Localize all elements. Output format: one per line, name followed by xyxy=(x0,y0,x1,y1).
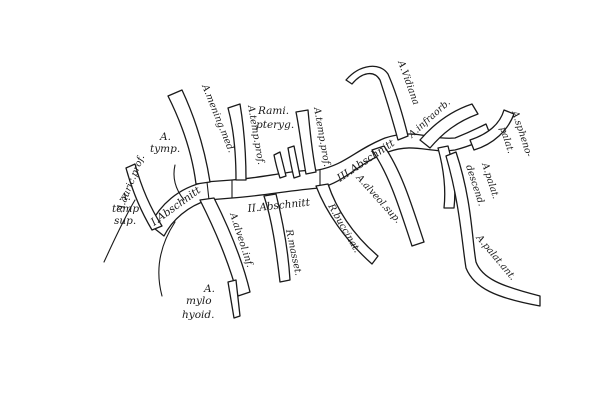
a-spheno-palat-vessel xyxy=(469,109,515,151)
a-infraorb-vessel xyxy=(419,103,479,149)
label-a-temp-sup-3: sup. xyxy=(114,215,136,227)
label-r-buccinat: R.buccinat. xyxy=(325,201,362,255)
section-divider-1 xyxy=(206,181,210,201)
label-a-mylohyoid-3: hyoid. xyxy=(182,309,214,321)
label-i-abschnitt: I.Abschnitt xyxy=(148,184,204,229)
label-a-temp-sup-2: temp xyxy=(112,203,139,215)
a-mylohyoid-vessel xyxy=(227,279,241,319)
label-a-vidiana: A.Vidiana xyxy=(395,58,422,106)
label-a-mylohyoid-2: mylo xyxy=(186,295,212,307)
a-temp-prof-1-vessel xyxy=(227,103,247,181)
label-rami-pteryg-2: pteryg. xyxy=(256,119,294,131)
rami-pteryg-vessel-2 xyxy=(287,145,301,179)
a-tymp-vessel xyxy=(173,164,185,201)
a-temp-prof-2-vessel xyxy=(295,109,317,175)
label-a-temp-sup-1: A. xyxy=(119,191,131,203)
lower-left-branch xyxy=(158,221,176,297)
rami-pteryg-vessel xyxy=(273,151,287,179)
a-palat-ant-vessel xyxy=(445,151,541,307)
a-alveol-sup-vessel xyxy=(371,145,425,247)
label-a-spheno-palat-2: palat. xyxy=(497,126,516,155)
a-mening-med-vessel xyxy=(167,89,211,185)
a-auric-prof-vessel xyxy=(125,163,163,231)
r-masset-vessel xyxy=(263,193,291,283)
a-temp-sup-vessel xyxy=(103,199,136,263)
a-vidiana-vessel xyxy=(345,65,409,141)
label-a-tymp-1: A. xyxy=(159,131,171,143)
r-buccinat-vessel xyxy=(315,183,379,265)
a-alveol-inf-vessel xyxy=(199,197,251,297)
label-a-mylohyoid-1: A. xyxy=(203,283,215,295)
label-rami-pteryg-1: Rami. xyxy=(257,105,289,117)
label-a-tymp-2: tymp. xyxy=(150,143,180,155)
